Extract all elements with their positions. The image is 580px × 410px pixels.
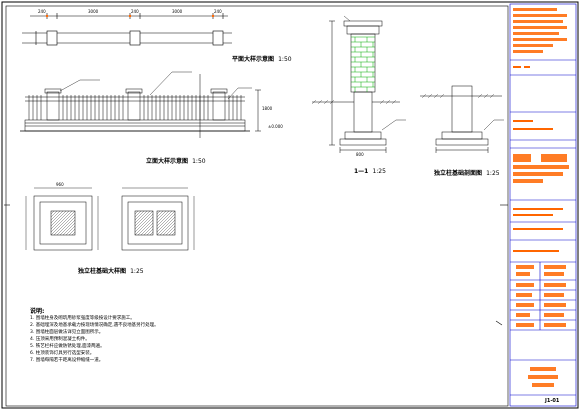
elev-height-dim: 1800	[262, 106, 273, 111]
section-brick-hatch	[351, 36, 375, 92]
elev-grade-dim: ±0.000	[268, 124, 283, 129]
title-block-accents	[513, 66, 563, 252]
elevation-leaders	[59, 71, 252, 100]
plan-dim-4: 3000	[172, 9, 183, 14]
pier-plan-title-text: 独立柱基础大样图	[78, 268, 127, 275]
section-hatch	[311, 99, 397, 105]
note-item: 1. 围墙柱身及砌筑用砂浆强度等级按设计要求施工。	[30, 316, 135, 321]
note-item: 5. 铁艺栏杆应做防锈处理,面漆两遍。	[30, 344, 105, 349]
pier-dims	[25, 187, 195, 250]
elevation-view	[20, 74, 261, 138]
pier-width-dim: 960	[56, 182, 64, 187]
pier-hatch	[50, 210, 176, 236]
notes-heading: 说明:	[30, 308, 45, 315]
section-title: 1—1 1:25	[354, 168, 386, 175]
plan-title: 平面大样示意图 1:50	[232, 54, 292, 63]
plan-dim-2: 3000	[88, 9, 99, 14]
foundation-scale: 1:25	[486, 170, 500, 177]
section-1-1	[312, 20, 400, 153]
note-item: 3. 围墙柱面层做法详见立面图所示。	[30, 330, 104, 335]
foundation-section	[420, 85, 502, 153]
foundation-title: 独立柱基础剖面图 1:25	[434, 168, 500, 177]
title-block	[509, 3, 577, 407]
elevation-scale: 1:50	[192, 158, 206, 165]
foundation-title-text: 独立柱基础剖面图	[434, 170, 483, 177]
section-scale: 1:25	[372, 168, 386, 175]
pier-plan-scale: 1:25	[130, 268, 144, 275]
sheet-number: J1-01	[545, 398, 560, 404]
note-item: 6. 柱顶装饰灯具另行选型安装。	[30, 351, 95, 356]
general-notes: 说明: 1. 围墙柱身及砌筑用砂浆强度等级按设计要求施工。 2. 基础埋深及地基…	[30, 308, 159, 364]
plan-dim-1: 240	[38, 9, 46, 14]
section-leaders	[343, 15, 406, 131]
title-block-fills	[513, 8, 569, 387]
elevation-pickets	[28, 95, 242, 120]
section-title-text: 1—1	[354, 168, 369, 175]
pier-plan-title: 独立柱基础大样图 1:25	[78, 266, 144, 275]
drawing-frame	[5, 5, 509, 407]
plan-title-text: 平面大样示意图	[232, 56, 275, 63]
pier-plan-right	[121, 195, 189, 251]
foundation-leaders	[483, 119, 504, 131]
foundation-hatch	[421, 93, 495, 99]
note-item: 4. 压顶采用预制混凝土构件。	[30, 337, 90, 342]
elevation-title-text: 立面大样示意图	[146, 158, 189, 165]
note-item: 2. 基础埋深及地基承载力按现场情况确定,遇不良地基另行处理。	[30, 323, 159, 328]
plan-accent-dots	[45, 14, 215, 18]
plan-dim-5: 240	[214, 9, 222, 14]
note-item: 7. 围墙每隔若干距离设伸缩缝一道。	[30, 358, 104, 363]
edge-marks	[4, 204, 508, 326]
plan-scale: 1:50	[278, 56, 292, 63]
plan-view	[22, 13, 232, 46]
section-width-dim: 800	[356, 152, 364, 157]
plan-dim-3: 240	[131, 9, 139, 14]
elevation-title: 立面大样示意图 1:50	[146, 156, 206, 165]
